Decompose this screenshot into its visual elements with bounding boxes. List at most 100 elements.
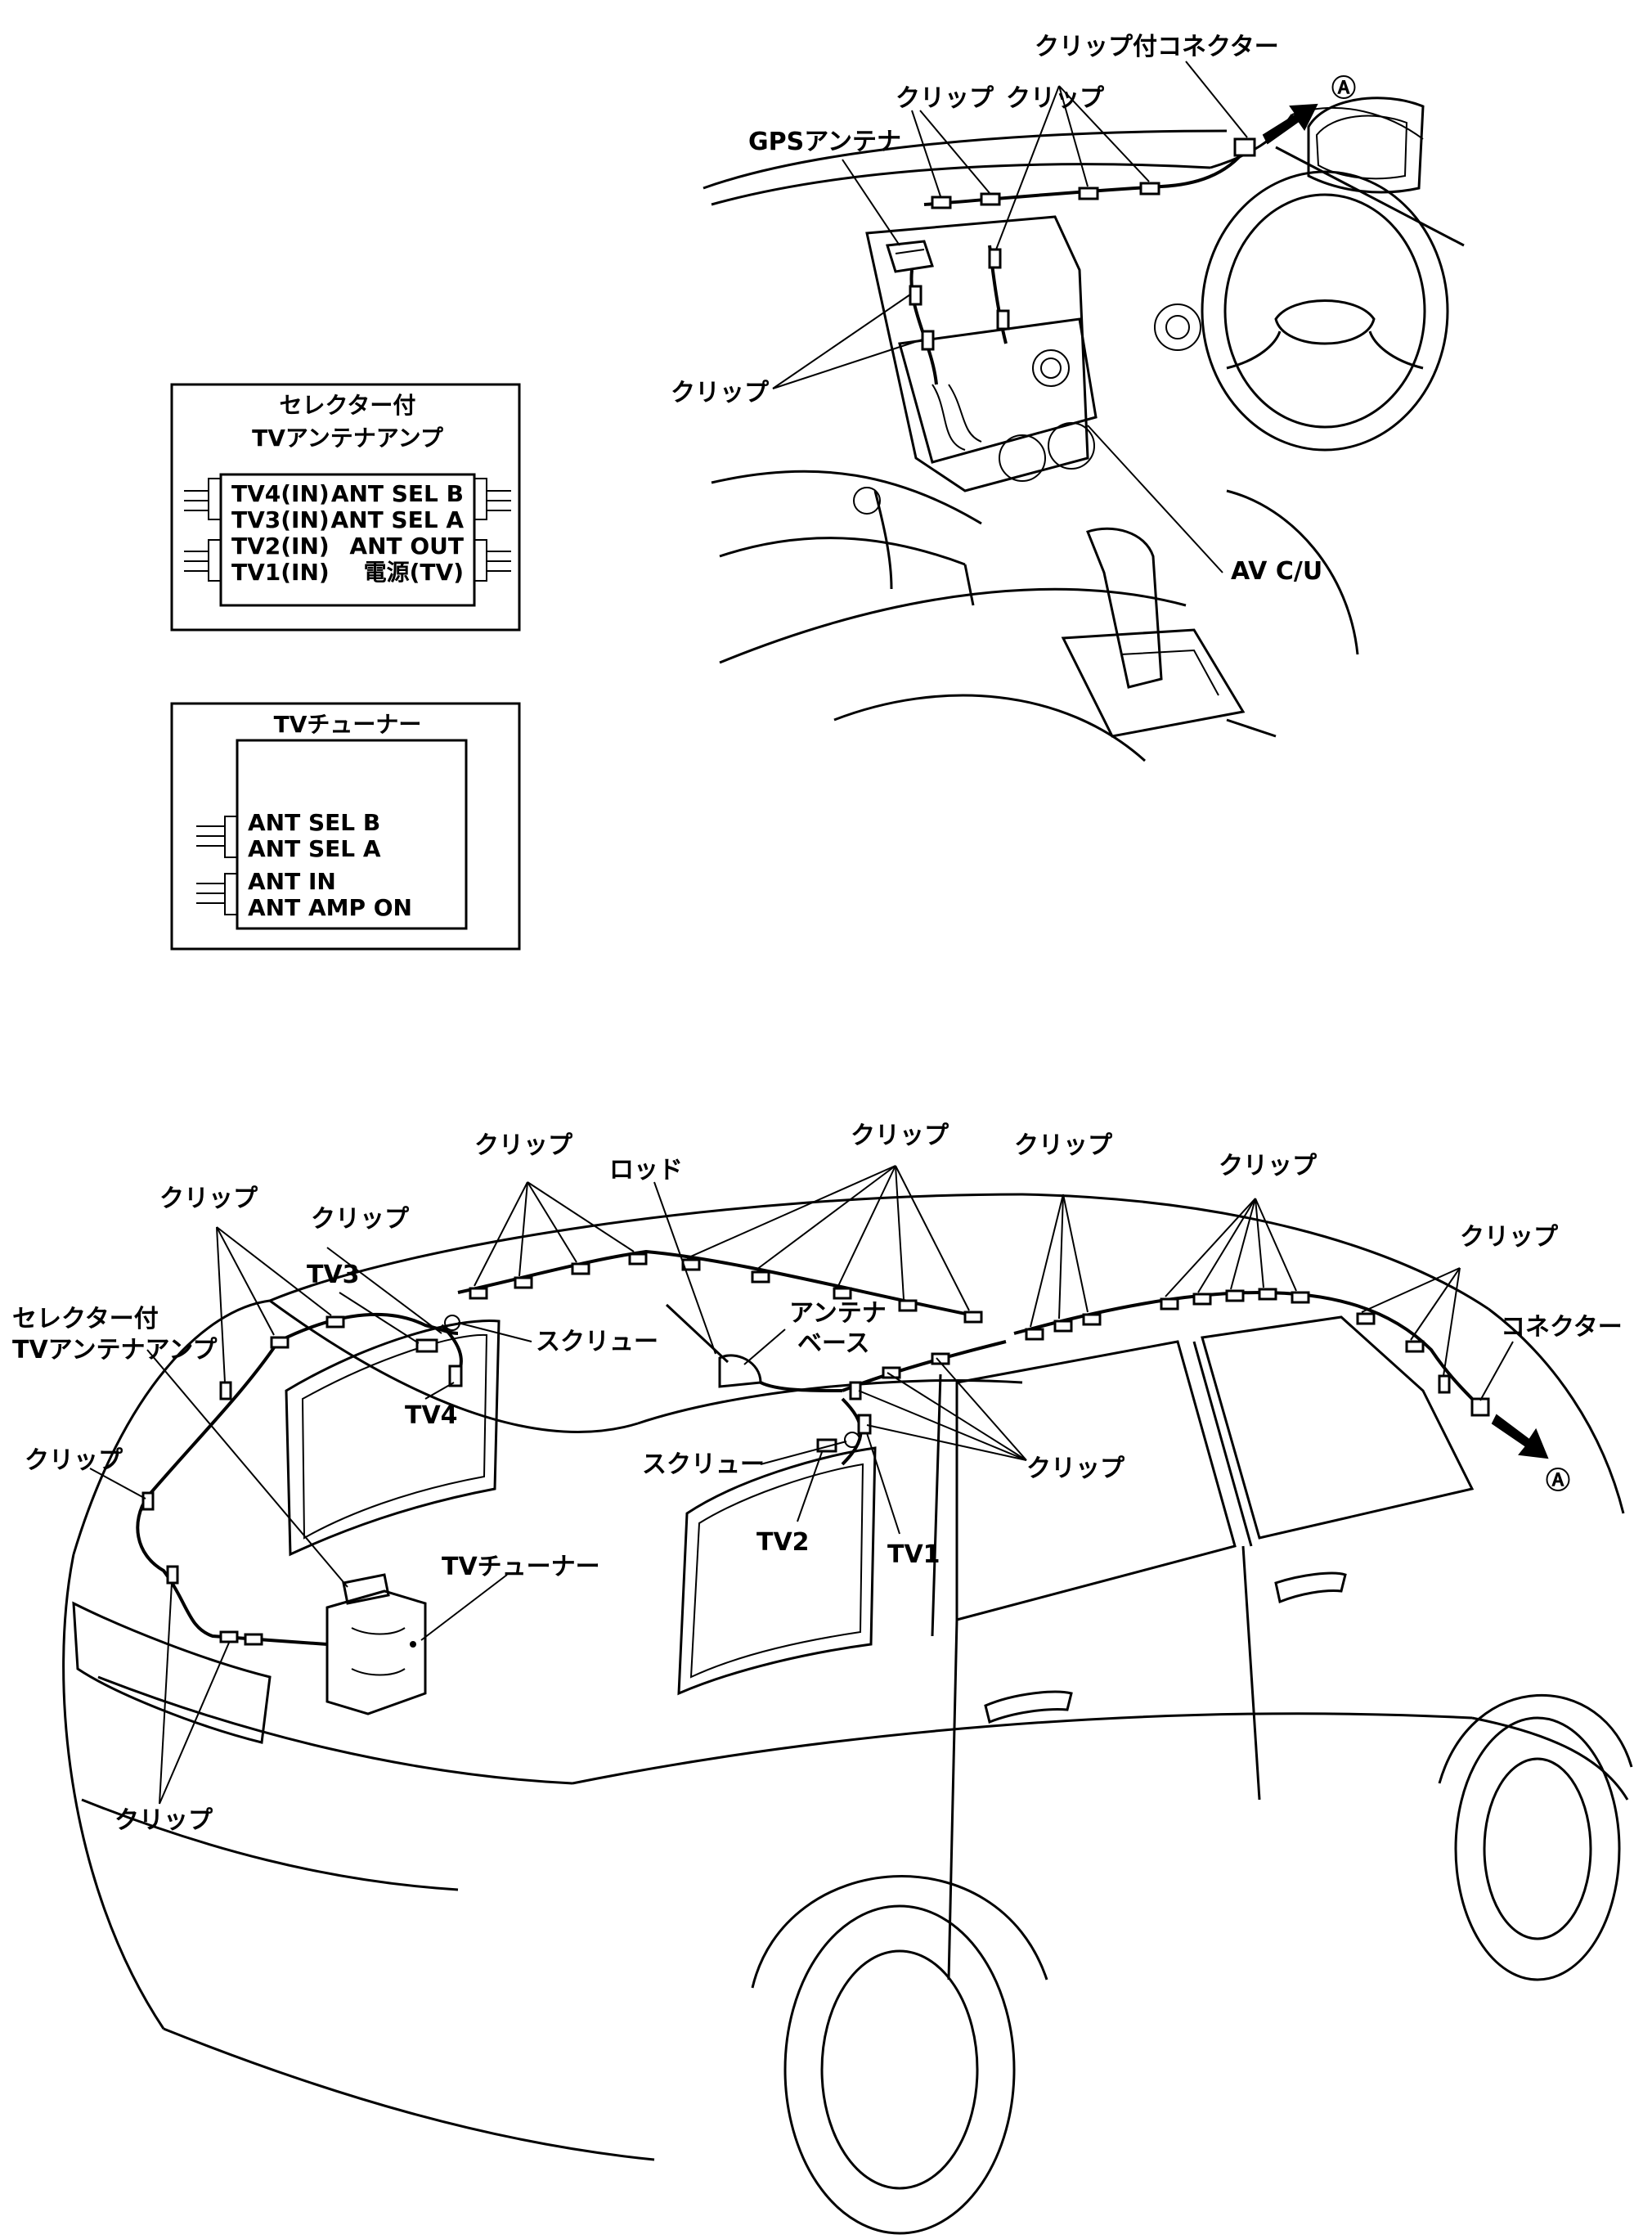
- tuner-pins: [196, 825, 225, 904]
- screw-2-part: [844, 1432, 860, 1448]
- leader-tv4: [424, 1382, 455, 1400]
- front-door-edge: [1241, 1545, 1261, 1801]
- rear-wheel-arch: [751, 1875, 1048, 1989]
- car-clip-24: [1291, 1291, 1310, 1304]
- car-clip-1: [270, 1336, 290, 1349]
- glovebox-edge: [873, 490, 893, 590]
- car-clip-13: [751, 1270, 770, 1284]
- lower-dash-2: [719, 537, 966, 566]
- car-clip-tv1: [857, 1414, 872, 1435]
- label-clip-left: クリップ: [671, 379, 770, 407]
- label-antenna-base-1: アンテナ: [789, 1299, 887, 1328]
- rear-door-edge: [947, 1619, 958, 1980]
- car-clip-tv4: [448, 1365, 463, 1387]
- roof-crease-2: [637, 1378, 1023, 1425]
- car-clip-11: [628, 1252, 648, 1266]
- steering-wheel: [1201, 170, 1449, 452]
- leader-tv2: [797, 1451, 823, 1522]
- amp-port-power-tv: 電源(TV): [364, 559, 464, 586]
- label-tuner: TVチューナー: [442, 1553, 600, 1581]
- rear-door-window-inner: [689, 1463, 864, 1679]
- label-tv2: TV2: [756, 1528, 810, 1557]
- amp-left-connector-1: [208, 478, 222, 520]
- spoke-2: [1368, 330, 1424, 370]
- roof-outline-top: [269, 1193, 1489, 1311]
- label-clip-a: クリップ: [896, 84, 994, 113]
- av-cable-2: [948, 384, 982, 443]
- antenna-base: [718, 1354, 762, 1388]
- leader-connector: [1479, 1341, 1514, 1401]
- car-view: クリップ クリップ クリップ クリップ クリップ クリップ クリップ クリップ …: [12, 1122, 1633, 2235]
- rear-door-window: [677, 1446, 877, 1696]
- leader-car-clip-3a: [474, 1181, 528, 1287]
- amp-right-pins: [487, 490, 511, 572]
- dashboard-view: クリップ付コネクター クリップ クリップ GPSアンテナ クリップ AV C/U…: [671, 33, 1465, 762]
- leader-clip-b1: [1058, 85, 1089, 187]
- label-clip-connector: クリップ付コネクター: [1035, 33, 1279, 61]
- lower-dash-1: [711, 470, 982, 525]
- a-pillar-line: [1275, 146, 1465, 247]
- amp-port-ant-sel-b: ANT SEL B: [331, 480, 464, 507]
- car-clip-tv3: [415, 1338, 438, 1353]
- dash-clip-8: [996, 309, 1010, 330]
- amp-left-pins: [184, 490, 209, 572]
- tuner-port-ant-sel-b: ANT SEL B: [248, 809, 380, 836]
- car-clip-7: [244, 1633, 263, 1646]
- av-knob: [1032, 349, 1070, 387]
- arrow-a-dash-icon: [1262, 103, 1318, 145]
- leader-clip-a1: [911, 110, 941, 197]
- door-handle-2: [1274, 1571, 1347, 1604]
- amp-port-ant-sel-a: ANT SEL A: [330, 506, 464, 533]
- tuner-port-ant-in: ANT IN: [248, 868, 336, 895]
- console-end: [1226, 718, 1277, 738]
- vent-2: [1048, 422, 1095, 470]
- leader-clip-left-1: [772, 294, 911, 389]
- amp-port-tv4: TV4(IN): [231, 480, 330, 507]
- leader-clip-connector: [1185, 61, 1248, 138]
- leader-tv1: [866, 1432, 900, 1535]
- door-handle-1: [984, 1690, 1073, 1724]
- car-clip-20: [1160, 1297, 1179, 1311]
- label-car-clip-8: クリップ: [1026, 1454, 1125, 1483]
- amp-title-line2: TVアンテナアンプ: [252, 425, 444, 452]
- leader-car-clip-1c: [216, 1226, 226, 1383]
- leader-antenna-base: [743, 1329, 786, 1365]
- gps-antenna-unit: [886, 240, 934, 273]
- shift-lever: [1086, 527, 1163, 689]
- label-tv1: TV1: [887, 1540, 940, 1569]
- car-clip-26: [1405, 1340, 1425, 1353]
- label-av-cu: AV C/U: [1231, 557, 1322, 586]
- shift-gate: [1120, 649, 1219, 696]
- floor-line: [719, 587, 1187, 664]
- front-belt-line: [1471, 1716, 1629, 1801]
- tuner-box-frame: [170, 702, 521, 951]
- label-antenna-base-2: ベース: [797, 1329, 870, 1358]
- leader-car-clip-8d: [866, 1424, 1027, 1461]
- dash-clip-7: [988, 248, 1002, 269]
- amp-box: セレクター付 TVアンテナアンプ TV4(IN) TV3(IN) TV2(IN)…: [170, 383, 521, 632]
- car-connector-part: [1470, 1397, 1490, 1417]
- car-clip-19: [1082, 1313, 1102, 1326]
- side-mirror: [1307, 97, 1425, 194]
- car-clip-14: [833, 1287, 852, 1300]
- car-harness-base-lead: [760, 1381, 843, 1392]
- car-harness-rear-top: [277, 1312, 459, 1343]
- amp-right-connector-2: [474, 539, 487, 582]
- tuner-connector-1: [224, 816, 238, 858]
- car-clip-15: [898, 1299, 918, 1312]
- b-pillar: [931, 1374, 942, 1637]
- car-clip-25: [1356, 1312, 1376, 1325]
- av-knob-inner: [1040, 357, 1062, 379]
- ignition-inner: [1165, 315, 1190, 339]
- leader-car-clip-6a: [1165, 1198, 1256, 1297]
- leader-car-clip-8a: [936, 1357, 1027, 1461]
- car-clip-21: [1192, 1293, 1212, 1306]
- shift-console: [1061, 628, 1246, 738]
- ignition: [1154, 303, 1201, 351]
- av-cable: [931, 384, 966, 451]
- front-wheel-inner: [1483, 1757, 1592, 1940]
- label-car-clip-7: クリップ: [1460, 1223, 1559, 1252]
- leader-car-clip-4b: [756, 1165, 896, 1270]
- car-clip-3: [219, 1381, 232, 1400]
